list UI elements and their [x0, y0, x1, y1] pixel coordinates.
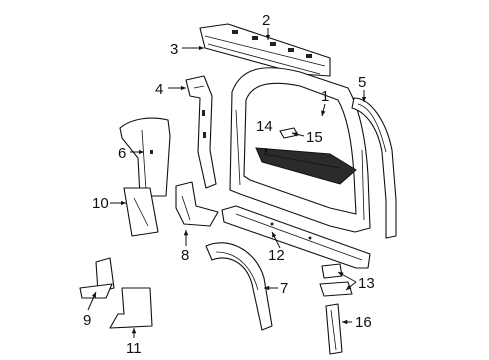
- kick-panel: [123, 187, 159, 237]
- callout-6: 6: [118, 145, 126, 162]
- insulator-block: [319, 263, 353, 297]
- roof-header-panel: [199, 23, 331, 77]
- rocker-panel: [221, 205, 371, 269]
- step-panel: [109, 287, 153, 329]
- callout-8: 8: [181, 247, 189, 264]
- rear-pillar-reinforcement: [351, 97, 397, 239]
- callout-10: 10: [92, 195, 109, 212]
- callout-5: 5: [358, 74, 366, 91]
- callout-1: 1: [321, 88, 329, 105]
- front-pillar-lower: [119, 117, 171, 197]
- callout-9: 9: [83, 312, 91, 329]
- floor-bracket: [79, 257, 115, 299]
- callout-15: 15: [306, 129, 323, 146]
- callout-labels: 1 2 3 4 5 6 7 8 9 10 11 12 13 14 15 16: [83, 12, 375, 357]
- inner-sill-trim: [255, 147, 357, 185]
- wheelhouse-panel: [205, 242, 273, 331]
- door-opening-frame: [229, 67, 371, 233]
- callout-12: 12: [268, 247, 285, 264]
- callout-4: 4: [155, 81, 163, 98]
- callout-7: 7: [280, 280, 288, 297]
- callout-16: 16: [355, 314, 372, 331]
- callout-13: 13: [358, 275, 375, 292]
- lower-pillar-bracket: [175, 181, 219, 227]
- callout-3: 3: [170, 41, 178, 58]
- hinge-pillar: [185, 75, 217, 189]
- callout-14: 14: [256, 118, 273, 135]
- vertical-trim-strip: [325, 303, 343, 355]
- leader-lines: [87, 28, 367, 338]
- callout-11: 11: [126, 340, 142, 357]
- callout-2: 2: [262, 12, 270, 29]
